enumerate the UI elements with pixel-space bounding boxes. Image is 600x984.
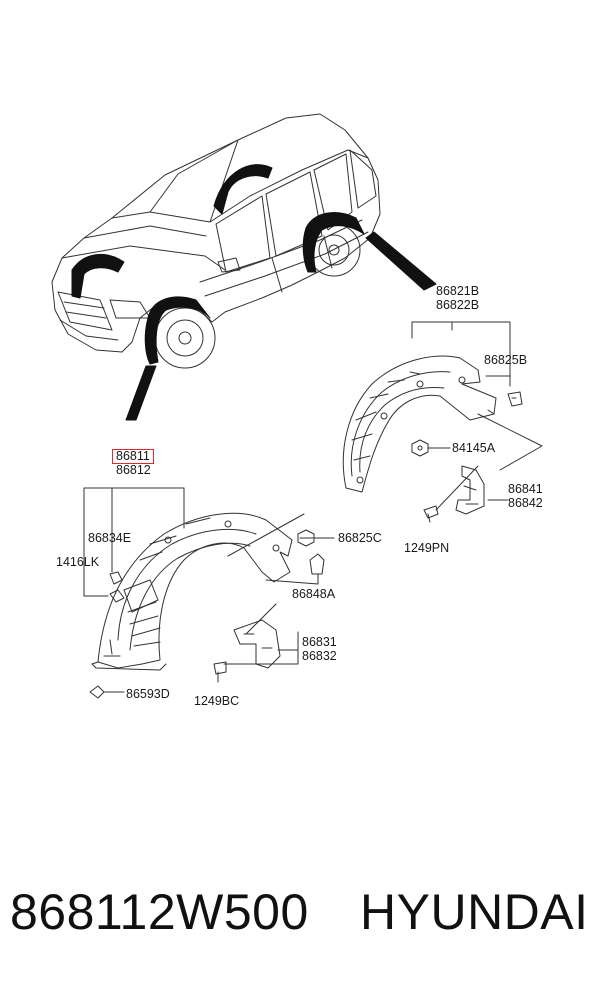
callout-84145a: 84145A [452, 441, 496, 455]
callout-86834e: 86834E [88, 531, 132, 545]
front-wheel-guard [91, 512, 293, 671]
callout-86842: 86842 [508, 496, 543, 510]
nut-86825c [297, 529, 315, 547]
mud-guard-rear [455, 465, 485, 515]
highlighted-liners [71, 164, 437, 421]
mud-guard-front [233, 619, 281, 669]
vehicle-illustration [51, 113, 381, 369]
callout-1249bc: 1249BC [194, 694, 240, 708]
part-number-caption: 868112W500 [10, 884, 309, 940]
screw-1249pn [423, 505, 439, 523]
callout-86825c: 86825C [338, 531, 382, 545]
rear-wheel-guard [342, 355, 497, 493]
callout-86841: 86841 [508, 482, 543, 496]
callout-86811: 86811 [112, 449, 154, 464]
callout-1249pn: 1249PN [404, 541, 450, 555]
callout-86848a: 86848A [292, 587, 336, 601]
screw-86593d [89, 685, 105, 699]
screw-1249bc [213, 661, 227, 683]
callout-86832: 86832 [302, 649, 337, 663]
callout-1416lk: 1416LK [56, 555, 100, 569]
callout-86593d: 86593D [126, 687, 170, 701]
callout-86831: 86831 [302, 635, 337, 649]
callout-86812: 86812 [116, 463, 151, 477]
nut-1416lk [109, 571, 123, 585]
nut-84145a [411, 439, 429, 457]
brand-caption: HYUNDAI [360, 884, 589, 940]
callout-86825b: 86825B [484, 353, 528, 367]
clip-86848a [309, 553, 325, 575]
callout-86822b: 86822B [436, 298, 480, 312]
callout-86821b: 86821B [436, 284, 480, 298]
clip-86825b [507, 391, 523, 407]
